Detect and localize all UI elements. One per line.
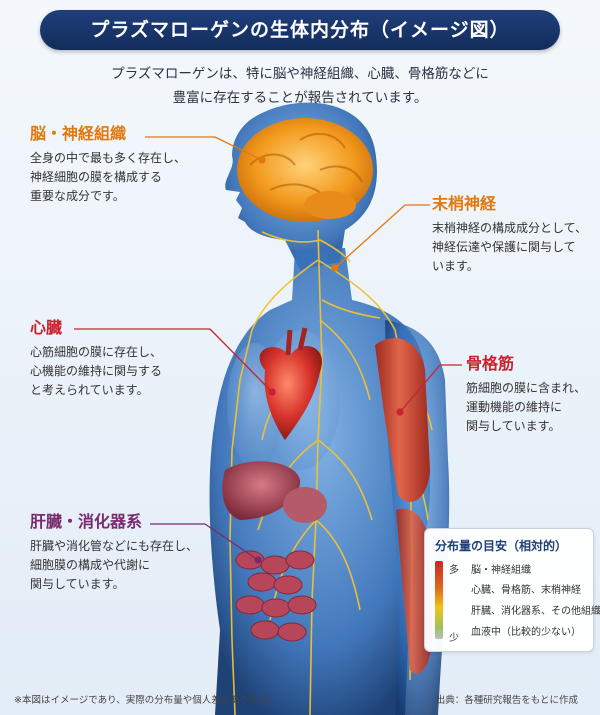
label-muscle-line: 関与しています。: [466, 419, 561, 433]
heart-shape: [259, 327, 323, 440]
page-title: プラズマローゲンの生体内分布（イメージ図）: [40, 10, 560, 50]
source-note: 出典：各種研究報告をもとに作成: [435, 695, 578, 706]
label-liver: 肝臓・消化器系 肝臓や消化管などにも存在し、 細胞膜の構成や代謝に 関与していま…: [30, 512, 198, 594]
label-nerve-title: 末梢神経: [432, 194, 497, 213]
legend-item: 血液中（比較的少ない）: [471, 627, 581, 638]
label-nerve-line: 神経伝達や保護に関与して: [432, 240, 576, 254]
label-liver-line: 細胞膜の構成や代謝に: [30, 558, 151, 572]
leader-lines: [74, 136, 462, 564]
legend-item: 脳・神経組織: [471, 565, 531, 576]
distribution-legend: 分布量の目安（相対的） 多 少 脳・神経組織 心臓、骨格筋、末梢神経 肝臓、消化…: [424, 528, 600, 652]
label-liver-line: 関与しています。: [30, 577, 125, 591]
intro-line: プラズマローゲンは、特に脳や神経組織、心臓、骨格筋などに: [111, 66, 489, 82]
legend-title: 分布量の目安（相対的）: [435, 539, 568, 553]
label-brain-line: 重要な成分です。: [30, 189, 125, 203]
brain-shape: [237, 118, 373, 222]
legend-gradient-bar: [435, 561, 443, 639]
label-muscle-title: 骨格筋: [466, 354, 515, 373]
label-muscle: 骨格筋 筋細胞の膜に含まれ、 運動機能の維持に 関与しています。: [466, 354, 586, 436]
legend-item: 心臓、骨格筋、末梢神経: [471, 585, 581, 596]
label-brain: 脳・神経組織 全身の中で最も多く存在し、 神経細胞の膜を構成する 重要な成分です…: [30, 124, 186, 206]
legend-high-label: 多: [449, 565, 459, 576]
legend-low-label: 少: [449, 633, 459, 644]
label-heart-title: 心臓: [30, 318, 63, 337]
label-nerve-line: 末梢神経の構成成分として、: [432, 221, 588, 235]
label-liver-title: 肝臓・消化器系: [30, 512, 143, 531]
digestive-organs: [222, 461, 327, 642]
intro-line: 豊富に存在することが報告されています。: [172, 90, 428, 106]
label-brain-title: 脳・神経組織: [30, 124, 127, 143]
label-heart: 心臓 心筋細胞の膜に存在し、 心機能の維持に関与する と考えられています。: [30, 318, 162, 400]
label-nerve: 末梢神経 末梢神経の構成成分として、 神経伝達や保護に関与して います。: [432, 194, 587, 276]
label-heart-line: 心機能の維持に関与する: [30, 364, 163, 378]
intro-text: プラズマローゲンは、特に脳や神経組織、心臓、骨格筋などに 豊富に存在することが報…: [40, 62, 560, 110]
label-muscle-line: 運動機能の維持に: [466, 400, 563, 414]
label-nerve-line: います。: [432, 259, 479, 273]
label-muscle-line: 筋細胞の膜に含まれ、: [466, 381, 587, 395]
label-heart-line: と考えられています。: [30, 383, 149, 397]
label-brain-line: 全身の中で最も多く存在し、: [30, 151, 187, 165]
label-heart-line: 心筋細胞の膜に存在し、: [30, 345, 163, 359]
legend-item: 肝臓、消化器系、その他組織: [471, 606, 600, 617]
label-liver-line: 肝臓や消化管などにも存在し、: [30, 539, 199, 553]
label-brain-line: 神経細胞の膜を構成する: [30, 170, 163, 184]
footnote: ※本図はイメージであり、実際の分布量や個人差があります。: [14, 695, 277, 706]
arm-muscle-shape: [375, 338, 432, 674]
